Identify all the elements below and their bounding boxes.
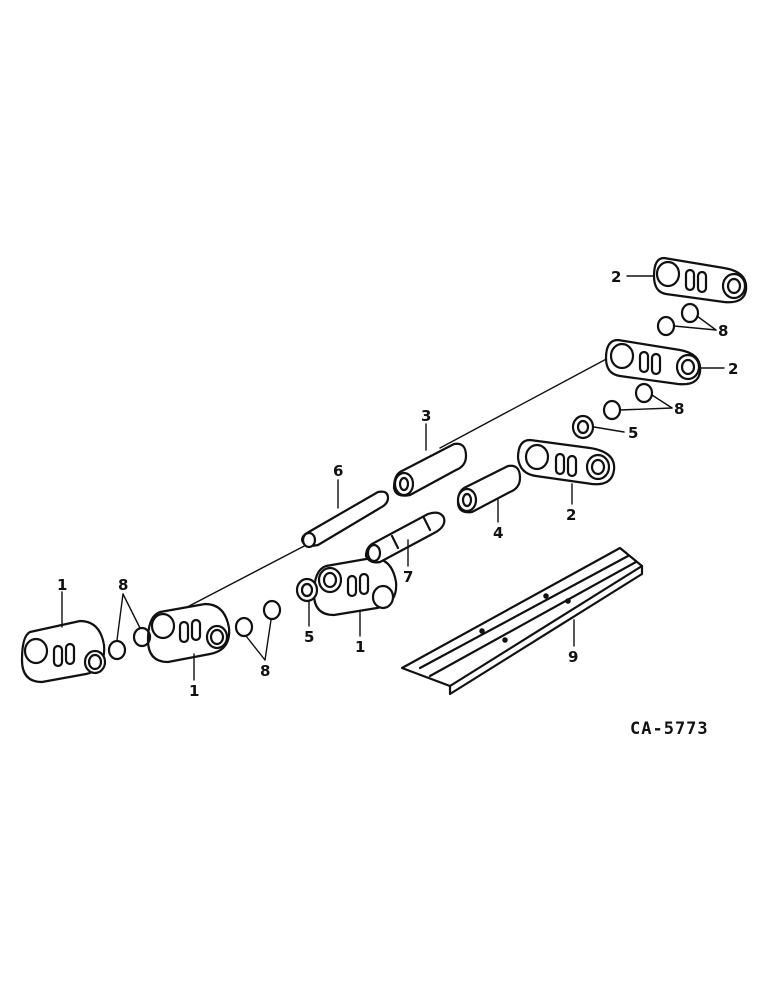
callout-track-shoe: 9: [568, 648, 578, 666]
callout-link-lower-right: 2: [566, 506, 576, 524]
track-pin-long: [300, 490, 390, 549]
callout-spacers-top: 8: [718, 322, 728, 340]
track-link-left-lower: [146, 602, 231, 664]
track-shoe: [400, 546, 644, 696]
seal-left: [295, 577, 319, 603]
callout-link-left: 1: [57, 576, 67, 594]
callout-link-middle: 1: [355, 638, 365, 656]
spacer-washers-top: [656, 302, 700, 337]
spacer-washers-right: [602, 382, 654, 421]
seal-right: [571, 414, 595, 440]
callout-bushing: 3: [421, 407, 431, 425]
callout-link-left-lower: 1: [189, 682, 199, 700]
assembly-centerline: [169, 355, 613, 617]
callout-seal-left: 5: [304, 628, 314, 646]
track-link-left: [20, 619, 107, 684]
track-link-middle: [312, 556, 398, 617]
track-link-upper-right: [604, 338, 702, 386]
callout-spacers-left: 8: [118, 576, 128, 594]
reference-code: CA-5773: [630, 719, 709, 739]
callout-pin-long: 6: [333, 462, 343, 480]
callout-spacers-right: 8: [674, 400, 684, 418]
callout-sleeve: 4: [493, 524, 503, 542]
callout-link-upper-right: 2: [728, 360, 738, 378]
bushing: [392, 442, 468, 497]
master-pin: [364, 511, 446, 564]
track-link-top: [652, 256, 748, 304]
callout-link-top: 2: [611, 268, 621, 286]
track-link-lower-right: [516, 438, 616, 486]
leader-lines: [61, 275, 725, 681]
callout-seal-right: 5: [628, 424, 638, 442]
sleeve: [456, 464, 522, 514]
callout-master-pin: 7: [403, 568, 413, 586]
spacer-washers-middle: [234, 599, 282, 638]
callout-spacers-middle: 8: [260, 662, 270, 680]
spacer-washers-left: [107, 626, 152, 661]
